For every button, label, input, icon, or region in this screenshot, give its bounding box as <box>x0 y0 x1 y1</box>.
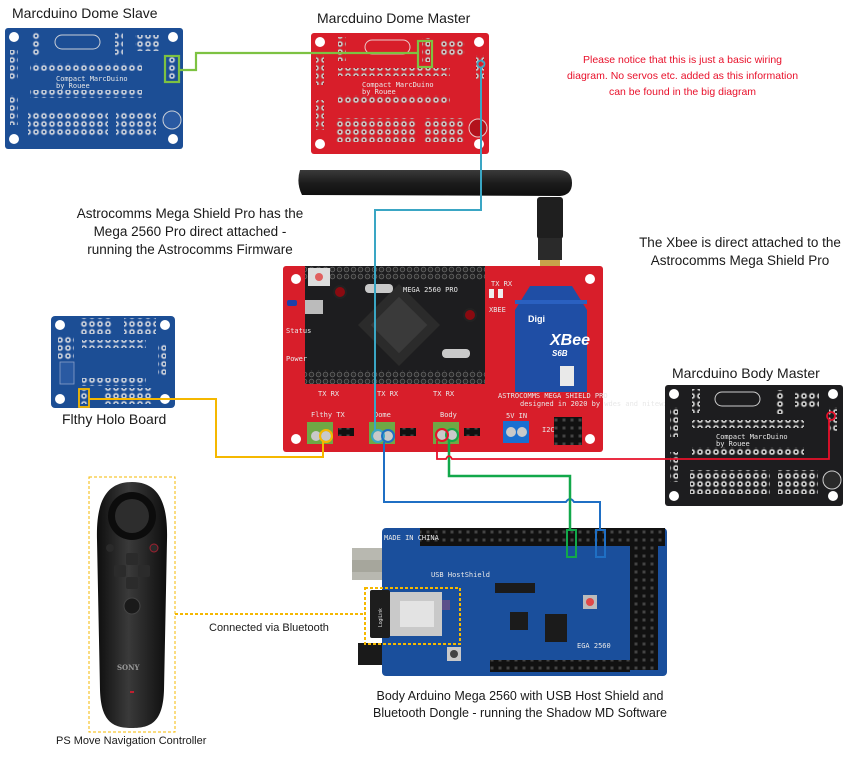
pcb-xbee-label: XBEE <box>489 306 506 314</box>
xbee-description-line: Astrocomms Mega Shield Pro <box>650 253 830 268</box>
astrocomms-description-line: Mega 2560 Pro direct attached - <box>93 224 287 239</box>
dome-slave-board: Compact MarcDuino by Rouee <box>5 28 183 149</box>
pcb-flthy-tx-label: TX RX <box>318 390 340 398</box>
ps-move-label: PS Move Navigation Controller <box>56 735 207 747</box>
bluetooth-dongle: LogiLink <box>364 587 461 645</box>
pcb-i2c-label: I2C <box>542 426 555 434</box>
pcb-silkscreen: Compact MarcDuino <box>716 433 788 441</box>
ps-move-controller: SONY <box>88 476 176 733</box>
flthy-holo-board <box>51 316 175 408</box>
body-mega-description-line: Bluetooth Dongle - running the Shadow MD… <box>373 706 667 720</box>
body-master-label: Marcduino Body Master <box>672 365 820 381</box>
dome-master-label: Marcduino Dome Master <box>317 10 471 26</box>
astrocomms-description: Astrocomms Mega Shield Pro has the Mega … <box>62 205 318 259</box>
usb-host-shield-label: USB HostShield <box>431 571 490 579</box>
astrocomms-description-line: running the Astrocomms Firmware <box>87 242 293 257</box>
pcb-xbee-txrx: TX RX <box>491 280 513 288</box>
pcb-body-txrx-label: TX RX <box>433 390 455 398</box>
wire-dome-master-to-shield <box>371 59 486 443</box>
pcb-dome-txrx-label: TX RX <box>377 390 399 398</box>
flthy-holo-label: Flthy Holo Board <box>62 411 167 427</box>
bluetooth-link-label: Connected via Bluetooth <box>209 622 329 634</box>
pcb-silkscreen: by Rouee <box>716 440 750 448</box>
shield-title: ASTROCOMMS MEGA SHIELD PRO <box>498 392 608 400</box>
xbee-description: The Xbee is direct attached to the Astro… <box>622 234 858 270</box>
body-master-board: Compact MarcDuino by Rouee <box>665 385 843 506</box>
xbee-model: S6B <box>552 349 568 358</box>
digi-logo: Digi <box>528 314 545 324</box>
xbee-logo: XBee <box>549 332 590 349</box>
pcb-silkscreen: Compact MarcDuino <box>56 75 128 83</box>
pcb-status-label: Status <box>286 327 311 335</box>
dome-slave-label: Marcduino Dome Slave <box>12 5 158 21</box>
logilink-label: LogiLink <box>378 608 384 627</box>
pcb-body-label: Body <box>440 411 457 419</box>
body-arduino-mega: USB HostShield EGA 2560 MADE IN CHINA Lo… <box>352 528 667 676</box>
astrocomms-shield: MEGA 2560 PRO Status Power Digi XBee S6B… <box>283 266 676 452</box>
body-mega-description: Body Arduino Mega 2560 with USB Host Shi… <box>355 688 685 722</box>
pcb-silkscreen: MEGA 2560 PRO <box>403 286 458 294</box>
astrocomms-description-line: Astrocomms Mega Shield Pro has the <box>76 206 304 221</box>
pcb-power-in-label: 5V IN <box>506 412 527 420</box>
dome-master-board: Compact MarcDuino by Rouee <box>311 33 489 154</box>
wire-flthy-holo-to-shield <box>78 388 333 458</box>
pcb-power-label: Power <box>286 355 307 363</box>
pcb-silkscreen: by Rouee <box>56 82 90 90</box>
pcb-flthy-label: Flthy TX <box>311 411 346 419</box>
pcb-dome-label: Dome <box>374 411 391 419</box>
mega-2560-label: EGA 2560 <box>577 642 611 650</box>
mega-2560-pro: MEGA 2560 PRO <box>305 266 485 384</box>
wire-shield-body-to-body-master <box>435 411 836 460</box>
shield-credit: designed in 2020 by wdes and nitewing <box>520 400 676 408</box>
pcb-silkscreen: Compact MarcDuino <box>362 81 434 89</box>
notice-text: Please notice that this is just a basic … <box>566 54 799 98</box>
sony-logo: SONY <box>117 663 141 672</box>
wire-dome-slave-to-master <box>163 39 434 84</box>
xbee-module: Digi XBee S6B <box>515 286 590 392</box>
made-in-label: MADE IN CHINA <box>384 534 440 542</box>
pcb-silkscreen: by Rouee <box>362 88 396 96</box>
xbee-description-line: The Xbee is direct attached to the <box>639 235 841 250</box>
body-mega-description-line: Body Arduino Mega 2560 with USB Host Shi… <box>376 689 664 703</box>
wire-shield-body-to-body-mega <box>445 428 572 530</box>
